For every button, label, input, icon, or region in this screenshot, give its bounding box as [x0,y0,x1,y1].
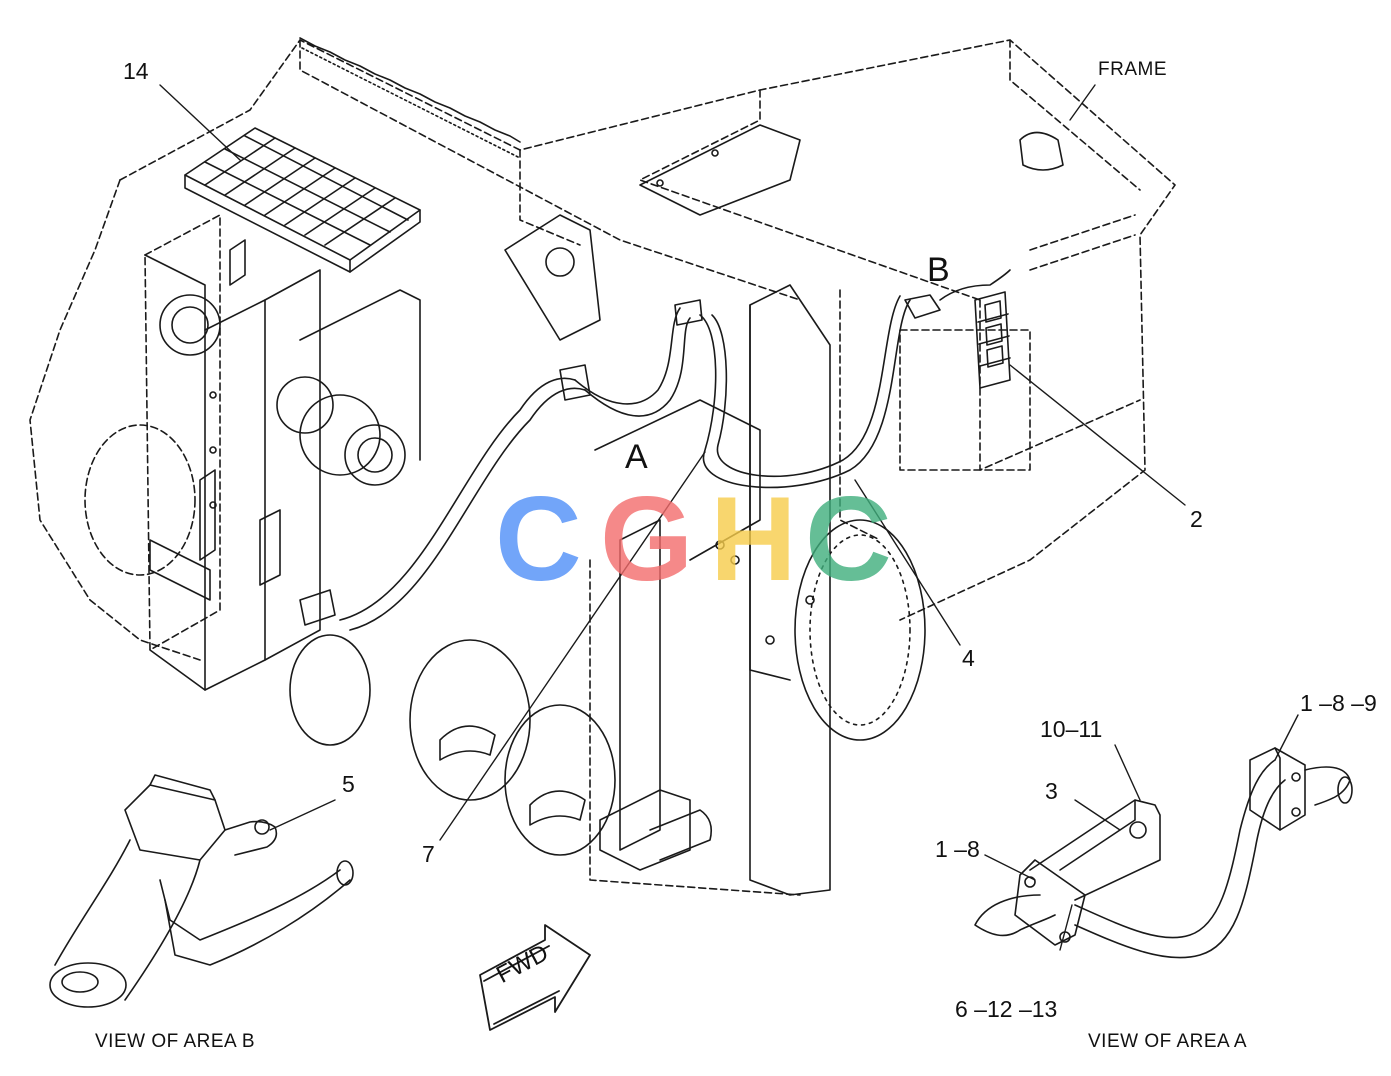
callout-10-11: 10–11 [1040,716,1103,742]
caption-view-area-a: VIEW OF AREA A [1088,1031,1248,1052]
step-grating [184,127,421,273]
caption-view-area-b: VIEW OF AREA B [95,1031,256,1052]
frame-plate [639,124,1064,216]
relay-block [974,291,1011,389]
callout-4: 4 [962,645,975,671]
callout-14: 14 [123,58,149,84]
callout-7: 7 [422,841,435,867]
fan-disks [84,424,616,856]
frame-outline [29,39,1176,661]
fwd-arrow [479,924,591,1031]
callout-1-8-9: 1 –8 –9 [1300,690,1377,716]
frame-top-edge [299,37,521,159]
callout-2: 2 [1190,506,1203,532]
callout-a: A [625,438,648,476]
view-area-a [974,747,1353,959]
callout-1-8: 1 –8 [935,836,980,862]
callout-b: B [927,251,950,289]
center-bracket [504,214,926,896]
callout-6-12-13: 6 –12 –13 [955,996,1058,1022]
wire-harness [299,269,1011,631]
radiator-assembly [144,214,421,691]
callout-frame: FRAME [1098,59,1167,80]
callout-5: 5 [342,771,355,797]
leader-lines [159,84,1299,951]
callout-3: 3 [1045,778,1058,804]
view-area-b [49,774,354,1008]
